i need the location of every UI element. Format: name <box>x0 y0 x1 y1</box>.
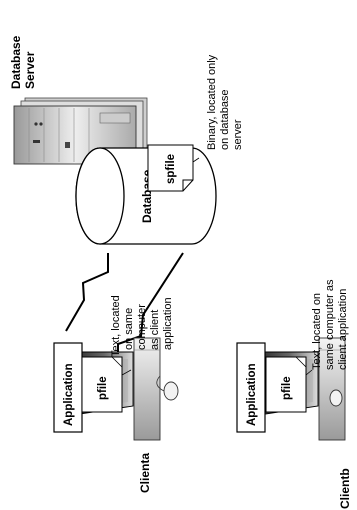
client-b-note-line1: Text, located on <box>311 293 323 370</box>
client-a-application-label: Application <box>63 363 75 426</box>
client-b-pfile-document-icon <box>265 356 307 413</box>
client-a-pfile-label: pfile <box>97 376 109 400</box>
client-a-note-line4: as client <box>149 310 161 350</box>
server-label-line1: Database <box>9 35 23 89</box>
spfile-document-icon <box>147 144 194 192</box>
client-b-pfile-label: pfile <box>281 376 293 400</box>
client-a-note-line5: application <box>162 297 174 350</box>
spfile-note-line1: Binary, located only <box>206 54 218 150</box>
client-a-note-line1: Text, located <box>110 295 122 357</box>
client-a-pfile-document-icon <box>81 356 123 413</box>
client-a-application-box <box>53 342 83 433</box>
spfile-label: spfile <box>165 154 177 184</box>
database-server-icon <box>13 97 148 165</box>
spfile-note-leader <box>192 157 200 163</box>
client-a-note-leader <box>121 369 132 376</box>
client-b-note-leader <box>305 369 313 376</box>
network-link-a <box>65 253 109 332</box>
client-b-label: Clientb <box>338 468 352 509</box>
client-b-note-line2: same computer as <box>324 279 336 370</box>
server-label-line2: Server <box>23 51 37 89</box>
client-a-label: Clienta <box>138 453 152 493</box>
client-b-application-box <box>236 342 266 433</box>
client-b-application-label: Application <box>246 363 258 426</box>
spfile-note-line2: on database <box>219 89 231 150</box>
client-a-note-line2: on same <box>123 308 135 350</box>
spfile-note-line3: server <box>232 119 244 150</box>
client-a-note-line3: computer <box>136 304 148 350</box>
client-b-note-line3: client application <box>337 289 349 370</box>
